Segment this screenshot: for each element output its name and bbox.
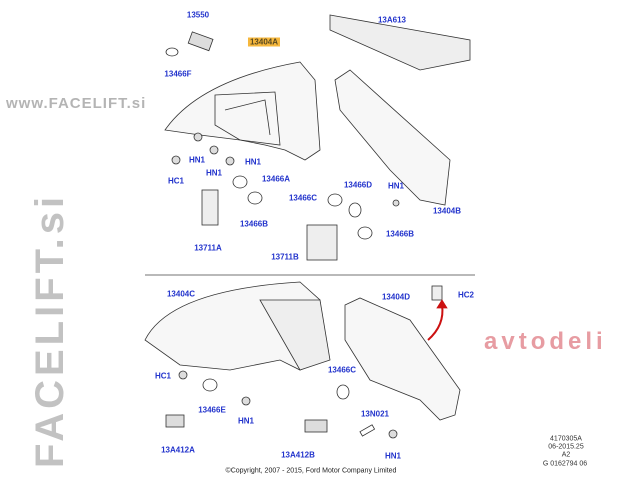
fuse-13N021 (359, 424, 376, 437)
part-label[interactable]: 13466D (343, 180, 373, 190)
part-label[interactable]: 13466C (288, 193, 318, 203)
tail-lamp-13404A (164, 61, 321, 161)
part-label[interactable]: 13404D (381, 292, 411, 302)
part-label[interactable]: 13466A (261, 174, 291, 184)
connector-13550 (187, 31, 214, 52)
reference-sheet: A2 (561, 451, 571, 459)
bulbs (165, 47, 373, 400)
part-label[interactable]: 13466B (239, 219, 269, 229)
reference-g-number: G 0162794 06 (542, 460, 588, 468)
clip-HC2 (431, 285, 443, 301)
connector-13A412B (304, 419, 328, 433)
part-label[interactable]: 13N021 (360, 409, 390, 419)
part-label[interactable]: 13466F (164, 69, 192, 79)
part-label[interactable]: HC1 (167, 176, 185, 186)
part-label[interactable]: 13711A (194, 243, 222, 253)
part-label[interactable]: 13711B (271, 252, 299, 262)
part-label[interactable]: 13A412B (281, 450, 315, 460)
copyright-notice: ©Copyright, 2007 - 2015, Ford Motor Comp… (225, 467, 397, 475)
part-label[interactable]: HN1 (244, 157, 262, 167)
part-label[interactable]: 13404C (166, 289, 196, 299)
part-label[interactable]: HN1 (205, 168, 223, 178)
reference-date: 06-2015.25 (548, 443, 584, 451)
part-label[interactable]: 13A412A (161, 445, 195, 455)
part-label[interactable]: 13466B (385, 229, 415, 239)
part-label[interactable]: 13A613 (377, 15, 407, 25)
high-mount-lamp-13A613 (329, 14, 471, 71)
connector-13A412A (165, 414, 185, 428)
part-label[interactable]: HN1 (387, 181, 405, 191)
part-label[interactable]: 13466C (327, 365, 357, 375)
part-label[interactable]: HN1 (188, 155, 206, 165)
part-label[interactable]: HN1 (237, 416, 255, 426)
part-label[interactable]: 13404B (432, 206, 462, 216)
tail-lamp-13404B (334, 69, 451, 206)
part-label[interactable]: 13466E (198, 405, 226, 415)
tail-lamp-13404D (344, 297, 461, 421)
red-arrow-icon (427, 304, 444, 341)
reference-code: 4170305A (550, 435, 582, 443)
part-label-highlighted[interactable]: 13404A (247, 37, 281, 47)
nuts (171, 132, 400, 439)
bulb-holder-13711B (306, 224, 338, 261)
part-label[interactable]: 13550 (186, 10, 210, 20)
part-label[interactable]: HC1 (154, 371, 172, 381)
part-label[interactable]: HN1 (384, 451, 402, 461)
bulb-holder-13711A (201, 189, 219, 226)
part-label[interactable]: HC2 (457, 290, 475, 300)
